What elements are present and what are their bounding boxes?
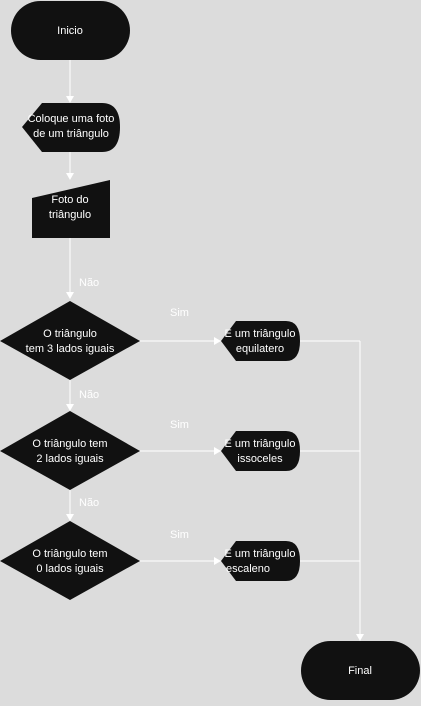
decision-node-0-sides: O triângulo tem 0 lados iguais — [0, 521, 140, 600]
arrowhead — [66, 96, 74, 103]
arrowhead — [66, 173, 74, 180]
edge-label-nao-1: Não — [79, 277, 99, 289]
result-node-issoceles: E um triângulo issoceles — [221, 431, 300, 471]
edge-label-sim-2: Sim — [170, 419, 189, 431]
arrowhead — [66, 292, 74, 299]
start-node: Inicio — [11, 1, 130, 60]
arrowhead — [214, 447, 221, 455]
decision-node-3-sides: O triângulo tem 3 lados iguais — [0, 301, 140, 380]
r1-label-line2: equilatero — [236, 343, 284, 355]
arrowhead — [66, 514, 74, 521]
q1-label-line2: tem 3 lados iguais — [26, 343, 115, 355]
r2-label-line2: issoceles — [237, 453, 283, 465]
prompt-label-line2: de um triângulo — [33, 128, 109, 140]
photo-label-line1: Foto do — [51, 194, 88, 206]
end-node: Final — [301, 641, 420, 700]
q2-label-line1: O triângulo tem — [32, 438, 107, 450]
decision-node-2-sides: O triângulo tem 2 lados iguais — [0, 411, 140, 490]
result-node-equilatero: E um triângulo equilatero — [221, 321, 300, 361]
photo-input-node: Foto do triângulo — [32, 180, 110, 238]
q1-label-line1: O triângulo — [43, 328, 97, 340]
arrowhead — [214, 337, 221, 345]
prompt-node: Coloque uma foto de um triângulo — [22, 103, 120, 152]
arrowhead — [356, 634, 364, 641]
q3-label-line1: O triângulo tem — [32, 548, 107, 560]
r3-label-line1: E um triângulo — [225, 548, 296, 560]
r2-label-line1: E um triângulo — [225, 438, 296, 450]
edge-label-nao-2: Não — [79, 389, 99, 401]
arrowhead — [214, 557, 221, 565]
edge-label-sim-3: Sim — [170, 529, 189, 541]
r3-label-line2: escaleno — [226, 563, 270, 575]
q3-label-line2: 0 lados iguais — [36, 563, 104, 575]
edge-labels: Não Sim Não Sim Não Sim — [79, 277, 189, 541]
edge-label-nao-3: Não — [79, 497, 99, 509]
prompt-label-line1: Coloque uma foto — [28, 113, 115, 125]
start-label: Inicio — [57, 25, 83, 37]
photo-label-line2: triângulo — [49, 209, 91, 221]
end-label: Final — [348, 665, 372, 677]
result-node-escaleno: E um triângulo escaleno — [221, 541, 300, 581]
arrowhead — [66, 404, 74, 411]
edge-label-sim-1: Sim — [170, 307, 189, 319]
r1-label-line1: E um triângulo — [225, 328, 296, 340]
q2-label-line2: 2 lados iguais — [36, 453, 104, 465]
connectors — [66, 60, 364, 641]
